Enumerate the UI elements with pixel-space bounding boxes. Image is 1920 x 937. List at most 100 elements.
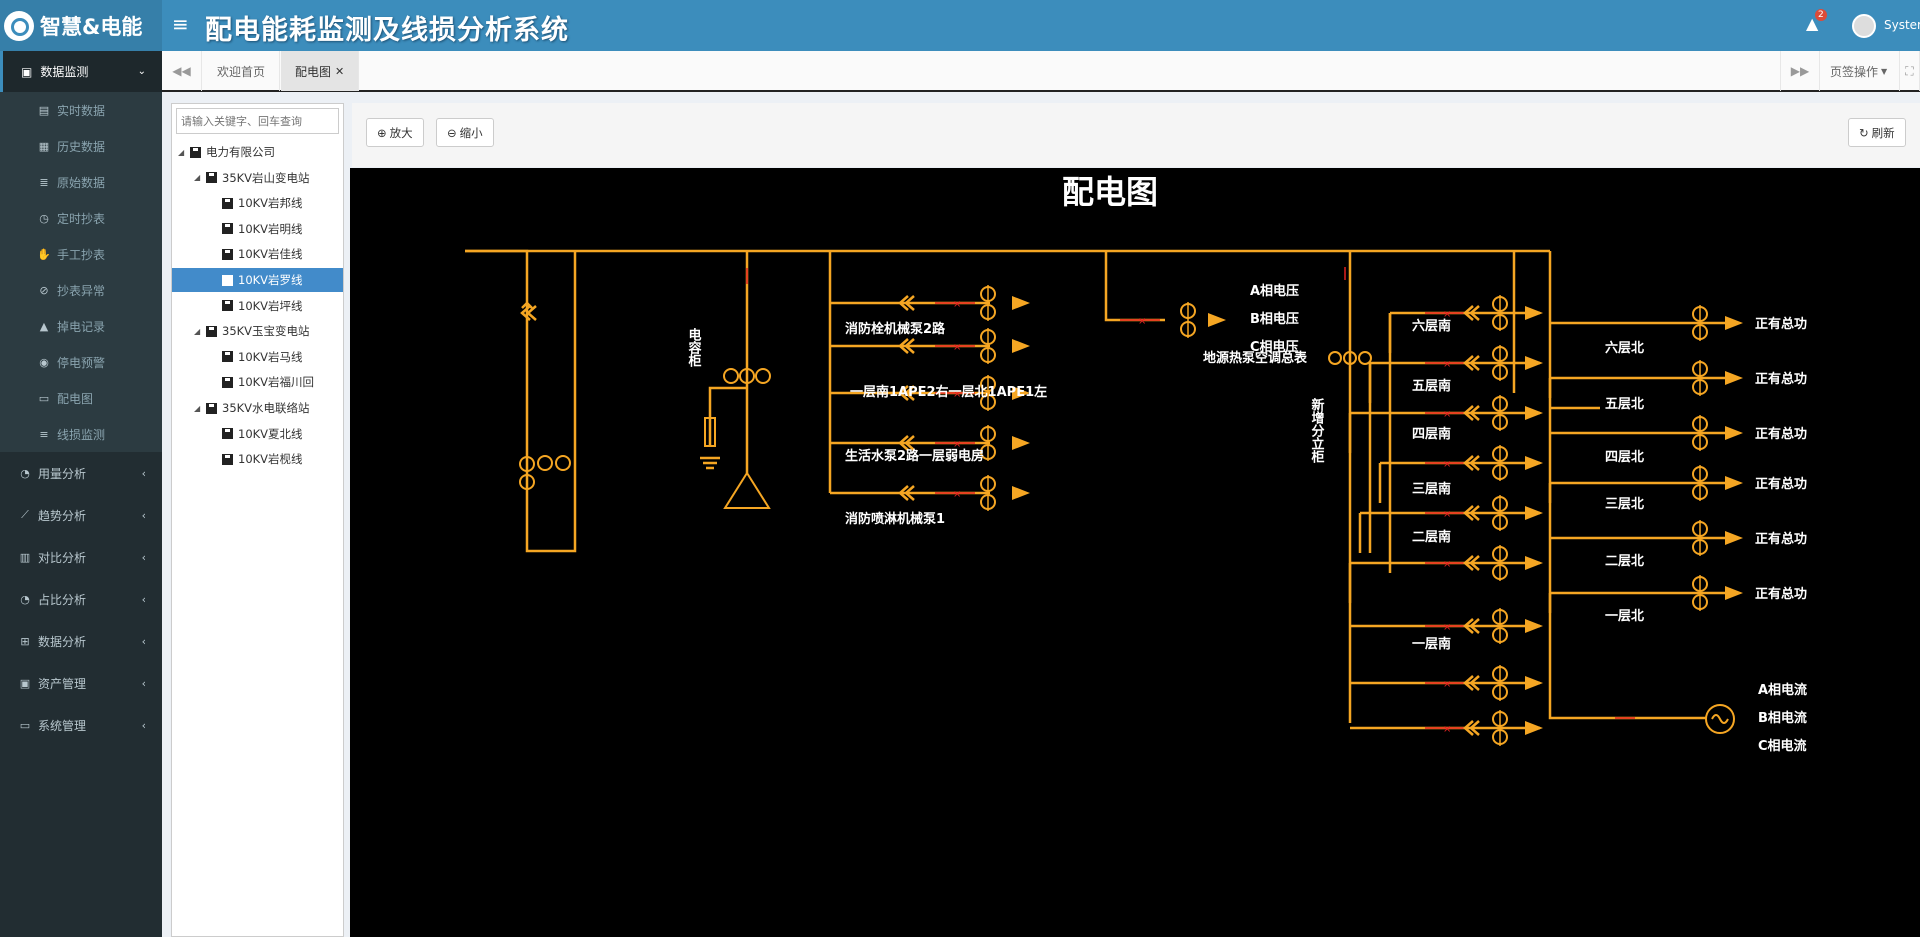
menu-label: 数据监测 bbox=[40, 65, 89, 79]
zoom-in-label: 放大 bbox=[389, 125, 413, 140]
switch-symbol bbox=[898, 338, 909, 354]
tree-node[interactable]: 10KV岩罗线 bbox=[172, 268, 343, 292]
tree-node[interactable]: 10KV夏北线 bbox=[172, 422, 343, 446]
tree-node[interactable]: ◢35KV玉宝变电站 bbox=[172, 319, 343, 343]
tree-node[interactable]: 10KV岩枧线 bbox=[172, 447, 343, 471]
tree-toggle-icon[interactable]: ◢ bbox=[194, 326, 201, 336]
refresh-icon: ↻ bbox=[1859, 125, 1869, 140]
total-power-label: 正有总功 bbox=[1755, 586, 1807, 602]
chevron-left-icon: ‹ bbox=[141, 508, 146, 522]
menu-toggle-icon[interactable]: ≡ bbox=[172, 12, 189, 36]
logo[interactable]: 智慧&电能 bbox=[0, 0, 162, 51]
arrow-symbol bbox=[1725, 371, 1743, 385]
arrow-symbol bbox=[1725, 426, 1743, 440]
sidebar-menu-item[interactable]: ⟋趋势分析‹ bbox=[0, 494, 162, 536]
chevron-left-icon: ‹ bbox=[141, 592, 146, 606]
sidebar-sub-item[interactable]: ◉停电预警 bbox=[0, 344, 162, 380]
switch-symbol bbox=[520, 305, 531, 321]
sidebar-item-label: 对比分析 bbox=[38, 550, 87, 565]
sidebar-menu-item[interactable]: ◔占比分析‹ bbox=[0, 578, 162, 620]
alert-icon[interactable]: ▲ bbox=[1806, 14, 1819, 33]
user-name[interactable]: System bbox=[1884, 18, 1920, 32]
zoom-out-button[interactable]: ⊖缩小 bbox=[436, 118, 494, 147]
breaker-mark: × bbox=[1443, 459, 1451, 470]
diagram-label: 一层南1APE2右一层北1APE1左 bbox=[850, 384, 1047, 400]
tree-node[interactable]: 10KV岩坪线 bbox=[172, 294, 343, 318]
tab-actions-label: 页签操作 bbox=[1830, 64, 1879, 79]
diagram-label: C相电压 bbox=[1250, 339, 1299, 355]
arrow-symbol bbox=[1725, 586, 1743, 600]
refresh-button[interactable]: ↻刷新 bbox=[1848, 118, 1906, 147]
tab-prev-button[interactable]: ◀◀ bbox=[162, 51, 202, 91]
sidebar-sub-item[interactable]: ▲掉电记录 bbox=[0, 308, 162, 344]
sidebar-item-label: 手工抄表 bbox=[57, 247, 106, 262]
sidebar-item-label: 原始数据 bbox=[57, 175, 106, 190]
sidebar-sub-item[interactable]: ▤实时数据 bbox=[0, 92, 162, 128]
sidebar-sub-item[interactable]: ✋手工抄表 bbox=[0, 236, 162, 272]
arrow-symbol bbox=[1525, 506, 1543, 520]
tree-node[interactable]: 10KV岩福川回 bbox=[172, 370, 343, 394]
transformer-symbol bbox=[723, 368, 739, 384]
diagram-label: 地源热泵空调总表 bbox=[1203, 350, 1308, 366]
sidebar-sub-item[interactable]: ▭ 配电图 bbox=[0, 380, 162, 416]
tree-node[interactable]: 10KV岩邦线 bbox=[172, 191, 343, 215]
sidebar-item-label: 定时抄表 bbox=[57, 211, 106, 226]
tree-toggle-icon[interactable]: ◢ bbox=[194, 403, 201, 413]
switch-symbol bbox=[898, 385, 909, 401]
tab-label: 欢迎首页 bbox=[217, 64, 266, 79]
sidebar-menu-item[interactable]: ▭系统管理‹ bbox=[0, 704, 162, 746]
tree-node-label: 10KV岩明线 bbox=[238, 221, 303, 236]
folder-icon bbox=[222, 248, 233, 260]
zoom-in-button[interactable]: ⊕放大 bbox=[366, 118, 424, 147]
tree-node-label: 35KV水电联络站 bbox=[222, 401, 310, 415]
folder-icon bbox=[222, 274, 233, 286]
total-power-label: 正有总功 bbox=[1755, 371, 1807, 387]
tree-node-label: 35KV岩山变电站 bbox=[222, 170, 310, 185]
monitor-icon: ▭ bbox=[38, 391, 50, 405]
tree-node[interactable]: ◢ 35KV水电联络站 bbox=[172, 396, 343, 420]
tree-node[interactable]: 10KV岩马线 bbox=[172, 345, 343, 369]
tree-node-label: 10KV夏北线 bbox=[238, 426, 303, 441]
sidebar-menu-item[interactable]: ⊞数据分析‹ bbox=[0, 620, 162, 662]
menu-data-monitor[interactable]: ▣ 数据监测 ⌄ bbox=[0, 51, 162, 92]
tree-toggle-icon[interactable]: ◢ bbox=[194, 173, 201, 183]
tree-node[interactable]: 10KV岩明线 bbox=[172, 217, 343, 241]
tab-actions-dropdown[interactable]: 页签操作▼ bbox=[1820, 51, 1900, 91]
diagram-label: 二层北 bbox=[1605, 554, 1644, 569]
diagram-label: A相电压 bbox=[1250, 283, 1299, 299]
transformer-symbol bbox=[739, 368, 755, 384]
tree-node[interactable]: 10KV岩佳线 bbox=[172, 242, 343, 266]
tree-node[interactable]: ◢ 35KV岩山变电站 bbox=[172, 166, 343, 190]
sidebar-sub-item[interactable]: ⊘抄表异常 bbox=[0, 272, 162, 308]
diagram-label: 四层北 bbox=[1605, 450, 1644, 465]
sidebar-menu-item[interactable]: ▥对比分析‹ bbox=[0, 536, 162, 578]
tab-distribution-diagram[interactable]: 配电图✕ bbox=[281, 51, 360, 91]
sidebar-item-label: 配电图 bbox=[57, 391, 94, 406]
tree-node-label: 电力有限公司 bbox=[206, 145, 275, 159]
tab-next-button[interactable]: ▶▶ bbox=[1780, 51, 1820, 91]
tree-node[interactable]: ◢ 电力有限公司 bbox=[172, 140, 343, 164]
diagram-label: 四层南 bbox=[1412, 426, 1451, 442]
sidebar-sub-item[interactable]: ◷ 定时抄表 bbox=[0, 200, 162, 236]
tab-welcome[interactable]: 欢迎首页 bbox=[203, 51, 281, 91]
tree-search-input[interactable] bbox=[176, 108, 339, 134]
caret-down-icon: ▼ bbox=[1881, 66, 1888, 76]
switch-symbol bbox=[1463, 675, 1474, 691]
switch-symbol bbox=[1469, 555, 1480, 571]
tree-toggle-icon[interactable]: ◢ bbox=[178, 147, 185, 157]
fullscreen-icon[interactable]: ⛶ bbox=[1900, 51, 1920, 91]
clock-icon: ◷ bbox=[39, 211, 49, 225]
avatar[interactable] bbox=[1852, 14, 1876, 38]
sidebar-item-label: 系统管理 bbox=[38, 718, 87, 733]
sidebar-menu-item[interactable]: ◔用量分析‹ bbox=[0, 452, 162, 494]
sidebar-sub-item[interactable]: ▦历史数据 bbox=[0, 128, 162, 164]
transformer-symbol bbox=[1328, 351, 1342, 365]
sidebar-sub-item[interactable]: ≡线损监测 bbox=[0, 416, 162, 452]
switch-symbol bbox=[1463, 455, 1474, 471]
sidebar-sub-item[interactable]: ≣原始数据 bbox=[0, 164, 162, 200]
fuse-symbol bbox=[704, 417, 716, 447]
close-icon[interactable]: ✕ bbox=[335, 64, 345, 78]
sidebar-menu-item[interactable]: ▣资产管理‹ bbox=[0, 662, 162, 704]
arrow-symbol bbox=[1725, 476, 1743, 490]
sidebar-item-label: 停电预警 bbox=[57, 355, 106, 370]
